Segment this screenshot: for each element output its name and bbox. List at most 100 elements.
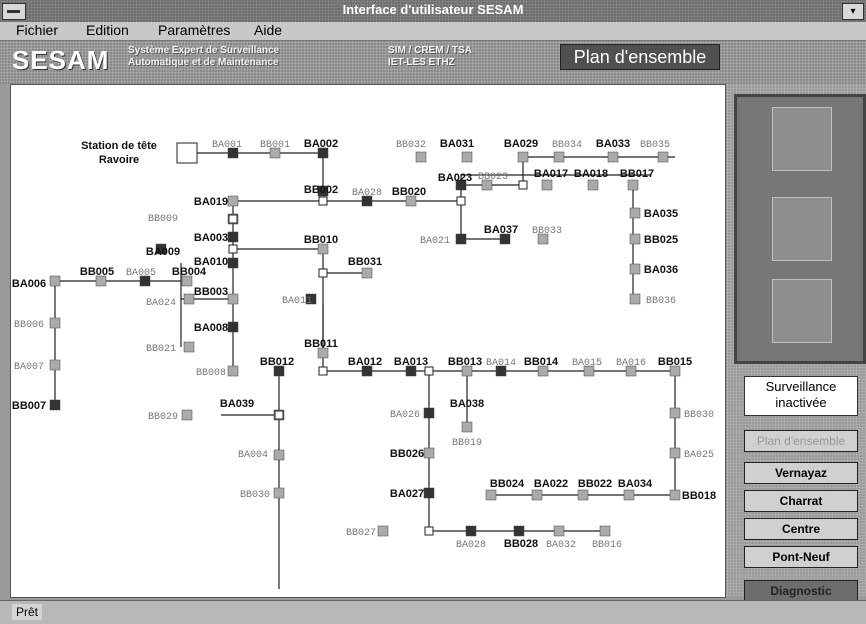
network-node[interactable] — [405, 365, 417, 377]
pont-neuf-button[interactable]: Pont-Neuf — [744, 546, 858, 568]
node-label: BA016 — [616, 358, 646, 369]
network-node[interactable] — [361, 195, 373, 207]
network-node[interactable] — [625, 365, 637, 377]
menu-fichier[interactable]: Fichier — [16, 22, 59, 38]
network-node[interactable] — [273, 487, 285, 499]
network-node[interactable] — [461, 365, 473, 377]
network-node[interactable] — [629, 233, 641, 245]
network-node[interactable] — [669, 407, 681, 419]
network-node[interactable] — [377, 525, 389, 537]
node-label: BB004 — [172, 266, 207, 278]
network-node[interactable] — [423, 447, 435, 459]
node-label: BB009 — [148, 214, 178, 225]
menu-aide[interactable]: Aide — [254, 22, 283, 38]
network-node[interactable] — [305, 293, 317, 305]
network-node[interactable] — [415, 151, 427, 163]
menu-parametres[interactable]: Paramètres — [158, 22, 231, 38]
network-node[interactable] — [599, 525, 611, 537]
network-node[interactable] — [495, 365, 507, 377]
network-node[interactable] — [227, 147, 239, 159]
node-label: BB027 — [346, 528, 376, 539]
network-node[interactable] — [517, 151, 529, 163]
network-node[interactable] — [405, 195, 417, 207]
node-label: BB035 — [640, 140, 670, 151]
network-node[interactable] — [317, 185, 329, 197]
control-panel: Surveillance inactivée Plan d'ensemble V… — [726, 84, 866, 602]
system-menu-button[interactable] — [2, 3, 26, 20]
network-node[interactable] — [227, 321, 239, 333]
network-node[interactable] — [629, 207, 641, 219]
node-label: BB014 — [524, 356, 559, 368]
station-name-line2: Ravoire — [99, 154, 139, 166]
diagnostic-button[interactable]: Diagnostic — [744, 580, 858, 602]
network-node[interactable] — [273, 449, 285, 461]
network-node[interactable] — [669, 447, 681, 459]
network-node[interactable] — [531, 489, 543, 501]
network-node[interactable] — [485, 489, 497, 501]
network-node[interactable] — [583, 365, 595, 377]
network-node[interactable] — [273, 365, 285, 377]
network-node[interactable] — [155, 243, 167, 255]
network-node[interactable] — [139, 275, 151, 287]
network-node[interactable] — [455, 179, 467, 191]
network-node[interactable] — [183, 293, 195, 305]
network-node[interactable] — [627, 179, 639, 191]
network-node[interactable] — [455, 233, 467, 245]
network-node[interactable] — [361, 267, 373, 279]
network-node[interactable] — [49, 399, 61, 411]
vernayaz-button[interactable]: Vernayaz — [744, 462, 858, 484]
network-node[interactable] — [181, 275, 193, 287]
network-node[interactable] — [465, 525, 477, 537]
app-subtitle: Système Expert de Surveillance Automatiq… — [128, 45, 279, 69]
network-node[interactable] — [541, 179, 553, 191]
network-node[interactable] — [513, 525, 525, 537]
network-node[interactable] — [499, 233, 511, 245]
network-node[interactable] — [587, 179, 599, 191]
network-node[interactable] — [95, 275, 107, 287]
network-node[interactable] — [669, 489, 681, 501]
node-label: BA028 — [456, 540, 486, 551]
centre-button[interactable]: Centre — [744, 518, 858, 540]
network-node[interactable] — [537, 365, 549, 377]
network-node[interactable] — [461, 421, 473, 433]
station-box[interactable] — [176, 142, 198, 164]
network-node[interactable] — [629, 293, 641, 305]
menu-edition[interactable]: Edition — [86, 22, 129, 38]
plan-ensemble-button[interactable]: Plan d'ensemble — [744, 430, 858, 452]
network-node[interactable] — [361, 365, 373, 377]
network-node[interactable] — [317, 347, 329, 359]
network-node[interactable] — [183, 341, 195, 353]
network-node[interactable] — [607, 151, 619, 163]
minimize-button[interactable]: ▾ — [842, 3, 864, 20]
network-node[interactable] — [227, 231, 239, 243]
network-node[interactable] — [423, 487, 435, 499]
network-node[interactable] — [227, 293, 239, 305]
network-node[interactable] — [317, 243, 329, 255]
network-node[interactable] — [553, 151, 565, 163]
network-node[interactable] — [623, 489, 635, 501]
network-node[interactable] — [657, 151, 669, 163]
network-node[interactable] — [317, 147, 329, 159]
network-node[interactable] — [227, 257, 239, 269]
network-node[interactable] — [461, 151, 473, 163]
network-node[interactable] — [49, 317, 61, 329]
node-label: BB011 — [304, 338, 338, 350]
network-node[interactable] — [269, 147, 281, 159]
network-node[interactable] — [49, 359, 61, 371]
network-node[interactable] — [537, 233, 549, 245]
network-node[interactable] — [181, 409, 193, 421]
network-node[interactable] — [577, 489, 589, 501]
node-label: BB020 — [392, 186, 426, 198]
network-node[interactable] — [227, 365, 239, 377]
junction-node — [318, 196, 328, 206]
network-node[interactable] — [49, 275, 61, 287]
network-node[interactable] — [669, 365, 681, 377]
network-node[interactable] — [481, 179, 493, 191]
network-node[interactable] — [423, 407, 435, 419]
network-node[interactable] — [227, 195, 239, 207]
network-node[interactable] — [553, 525, 565, 537]
network-node[interactable] — [629, 263, 641, 275]
charrat-button[interactable]: Charrat — [744, 490, 858, 512]
node-label: BB010 — [304, 234, 338, 246]
node-label: BB007 — [12, 400, 46, 412]
